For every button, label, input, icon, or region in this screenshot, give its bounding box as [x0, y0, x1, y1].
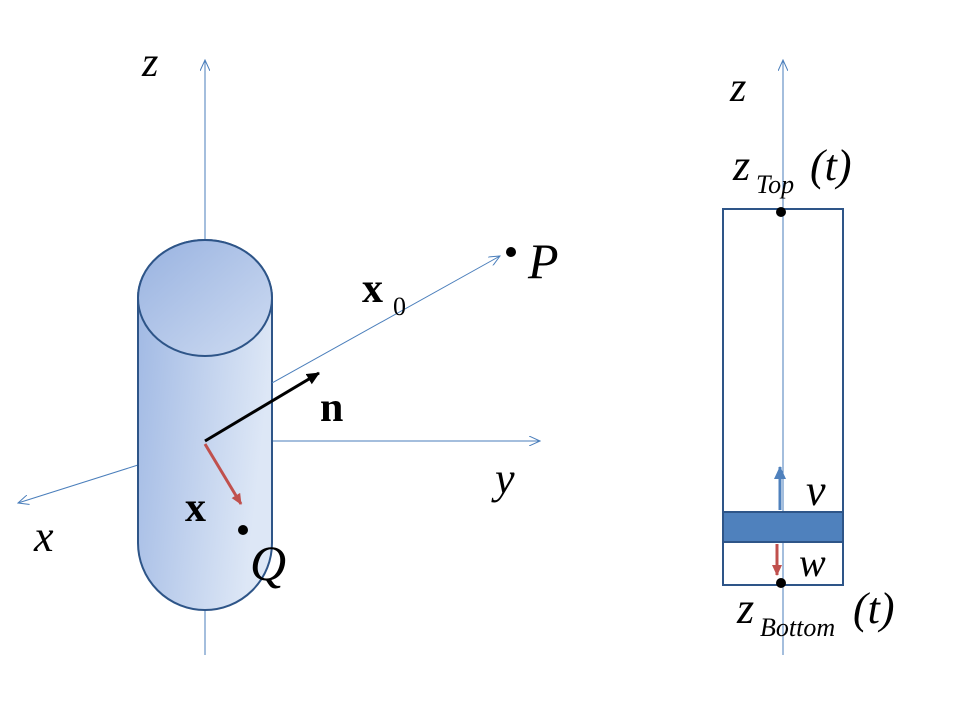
label-w: w — [799, 540, 826, 585]
label-point-q: Q — [250, 535, 286, 591]
label-x0-subscript: 0 — [393, 292, 406, 321]
label-z-top: z — [732, 141, 750, 190]
bottom-point-dot — [776, 578, 786, 588]
top-point-dot — [776, 207, 786, 217]
label-z-bottom-argument: (t) — [853, 584, 895, 633]
x-vector-arrow — [203, 443, 243, 505]
cylinder — [137, 239, 273, 611]
normal-vector-arrow — [204, 371, 320, 443]
label-v: v — [806, 466, 826, 515]
label-n: n — [320, 385, 343, 431]
right-diagram: z z Top (t) v w z Bottom (t) — [722, 60, 895, 655]
point-q-dot — [238, 525, 248, 535]
axis-label-y: y — [491, 454, 515, 503]
label-z-bottom-subscript: Bottom — [760, 613, 835, 642]
label-z-top-argument: (t) — [810, 141, 852, 190]
label-z-top-subscript: Top — [756, 170, 794, 199]
axis-label-z-right: z — [729, 65, 746, 111]
axis-label-z-left: z — [141, 40, 158, 86]
slab — [722, 511, 844, 543]
label-x-vector: x — [185, 485, 206, 531]
x-axis — [18, 464, 139, 503]
left-diagram: z y x n x x 0 P Q — [18, 40, 559, 655]
point-p-dot — [506, 247, 516, 257]
cylinder-top-cap — [137, 239, 273, 357]
label-z-bottom: z — [736, 584, 754, 633]
axis-label-x: x — [33, 512, 54, 561]
label-point-p: P — [527, 233, 559, 289]
x0-direction-line — [271, 256, 500, 384]
label-x0: x — [362, 266, 383, 312]
